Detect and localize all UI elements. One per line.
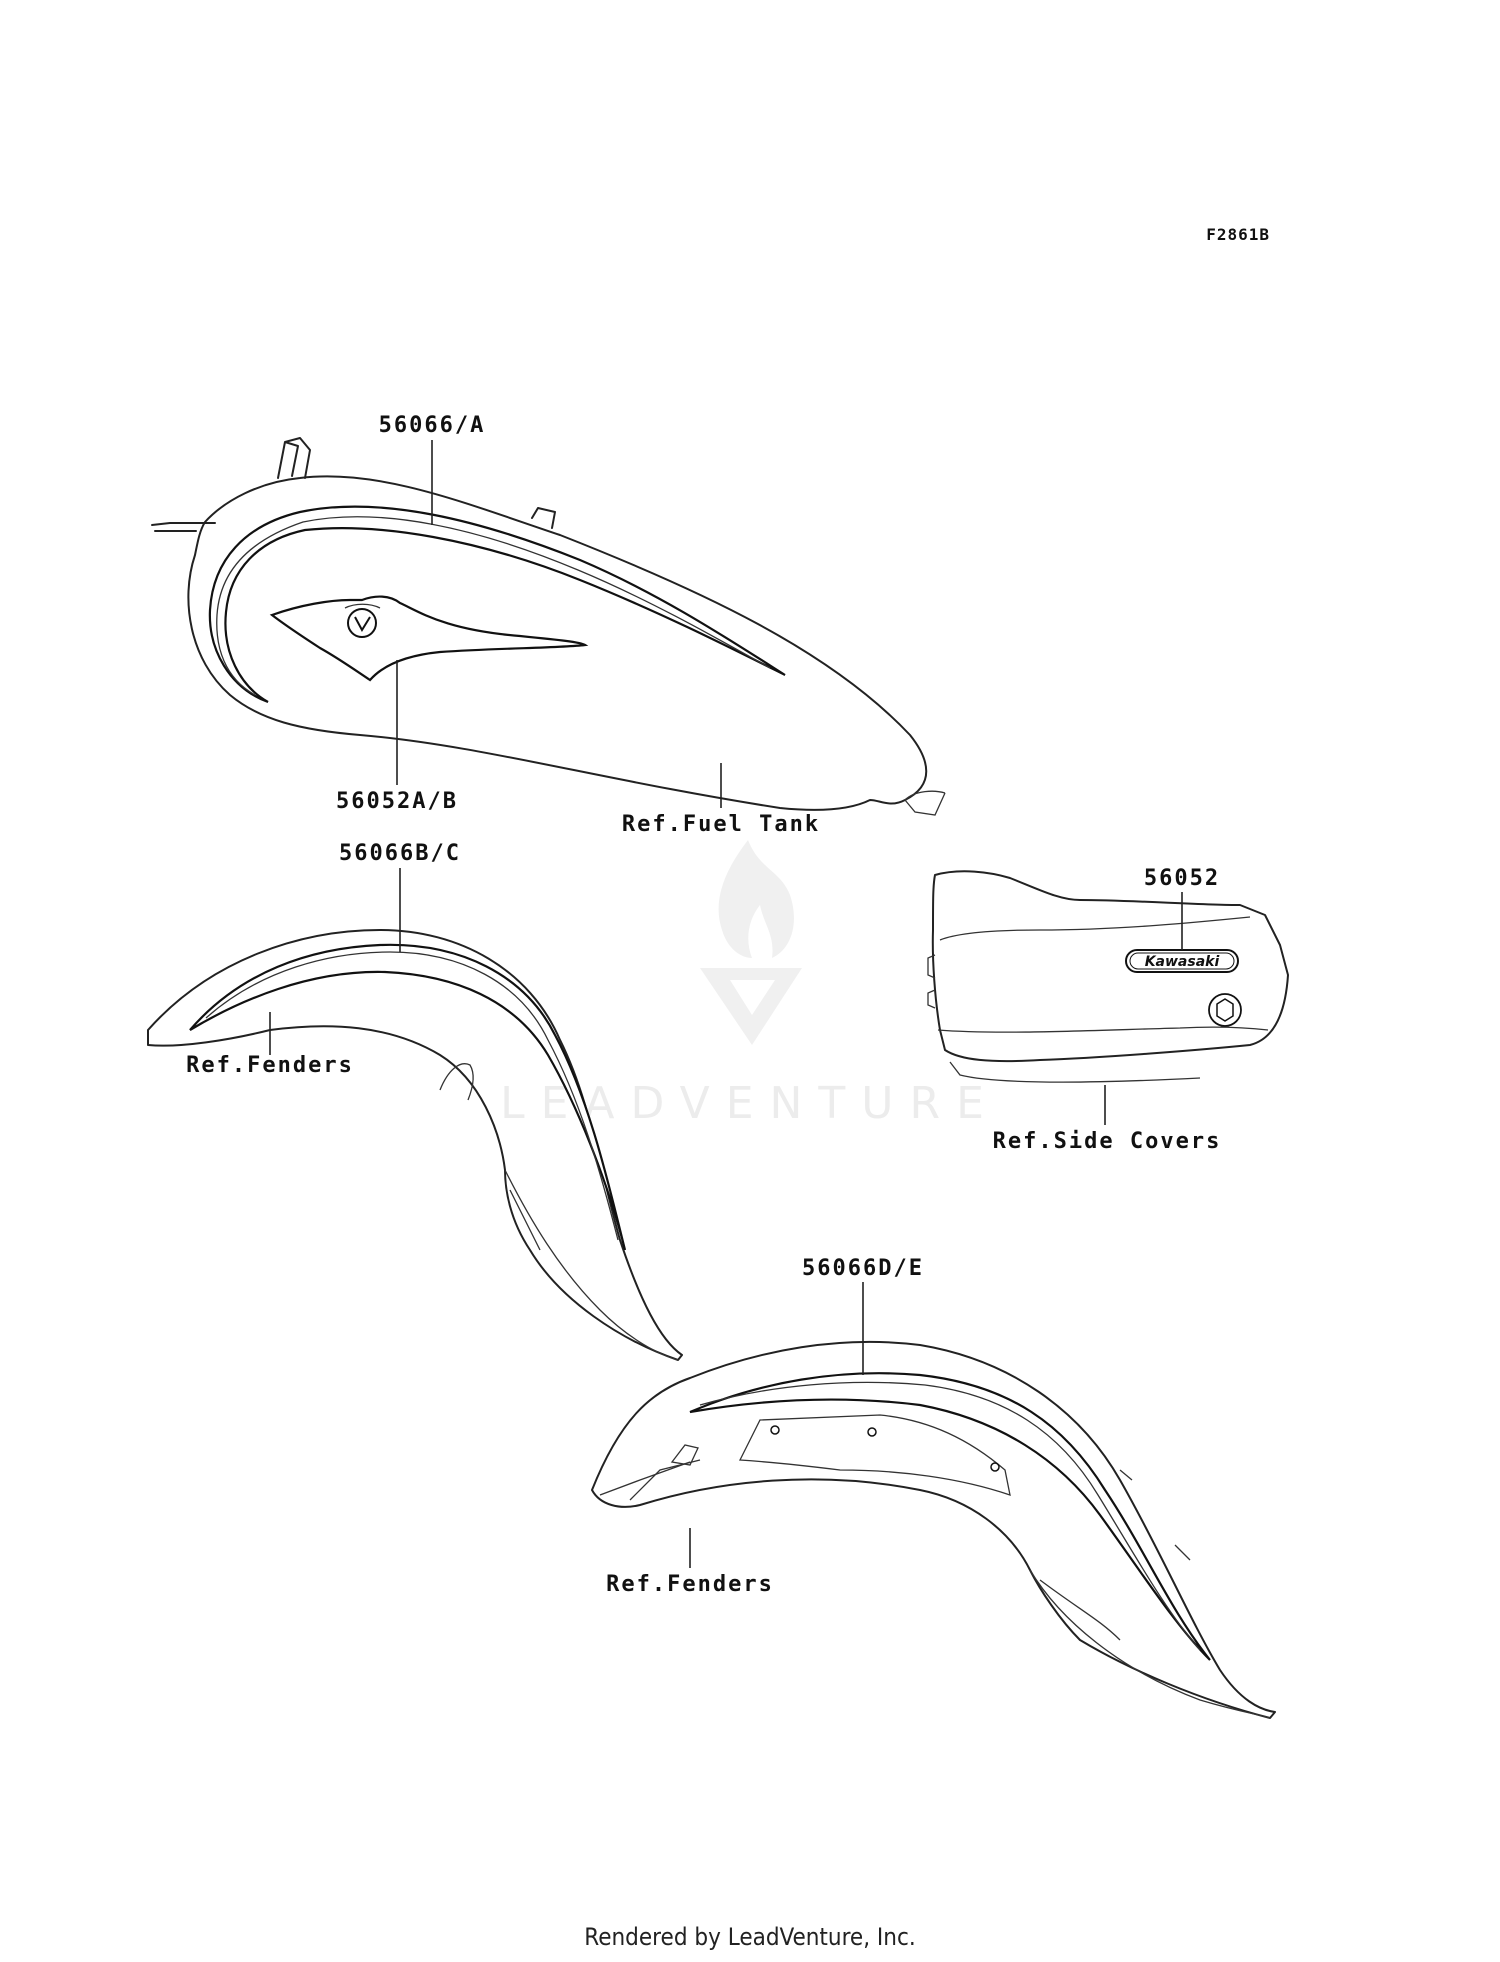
figure-code: F2861B bbox=[1206, 225, 1270, 244]
label-56052: 56052 bbox=[1144, 866, 1220, 891]
label-ref-fenders-rear: Ref.Fenders bbox=[606, 1572, 774, 1597]
fuel-tank bbox=[151, 437, 946, 816]
label-56066-a: 56066/A bbox=[379, 413, 486, 438]
label-ref-fuel-tank: Ref.Fuel Tank bbox=[622, 812, 820, 837]
label-56066d-e: 56066D/E bbox=[802, 1256, 924, 1281]
front-fender bbox=[147, 868, 683, 1361]
label-56052a-b: 56052A/B bbox=[336, 789, 458, 814]
rear-fender bbox=[591, 1282, 1276, 1719]
watermark-logo bbox=[700, 840, 802, 1045]
label-ref-side-covers: Ref.Side Covers bbox=[993, 1129, 1222, 1154]
label-ref-fenders-front: Ref.Fenders bbox=[186, 1053, 354, 1078]
label-56066b-c: 56066B/C bbox=[339, 841, 461, 866]
footer-credit: Rendered by LeadVenture, Inc. bbox=[584, 1923, 915, 1951]
side-cover: Kawasaki bbox=[927, 870, 1289, 1125]
kawasaki-emblem-text: Kawasaki bbox=[1145, 954, 1220, 970]
